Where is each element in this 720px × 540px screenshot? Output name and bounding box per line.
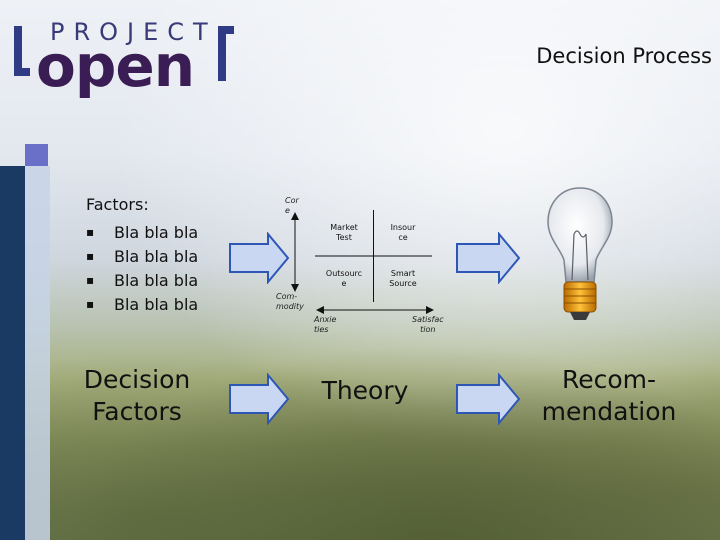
step-label: Theory	[321, 376, 409, 405]
bullet-icon: ▪	[86, 225, 95, 239]
bullet-icon: ▪	[86, 273, 95, 287]
factor-text: Bla bla bla	[114, 270, 199, 290]
matrix-cell-smart-source: Smart Source	[374, 256, 432, 302]
axis-label-commodity-text: Com- modity	[276, 292, 304, 311]
step-theory: Theory	[300, 375, 430, 407]
sidebar-bar	[0, 166, 25, 540]
axis-label-commodity: Com- modity	[276, 292, 304, 312]
factors-heading: Factors:	[86, 195, 149, 214]
axis-label-anxieties-text: Anxie ties	[314, 315, 337, 334]
factor-text: Bla bla bla	[114, 294, 199, 314]
list-item: ▪ Bla bla bla	[86, 244, 216, 268]
list-item: ▪ Bla bla bla	[86, 292, 216, 316]
matrix-cell-insource: Insour ce	[374, 210, 432, 256]
grass-foreground	[0, 310, 720, 540]
light-bulb-icon	[547, 187, 613, 320]
list-item: ▪ Bla bla bla	[86, 268, 216, 292]
axis-label-satisfaction-text: Satisfac tion	[412, 315, 444, 334]
arrow-right-icon	[456, 373, 521, 425]
matrix-grid-lines	[315, 210, 432, 302]
arrow-right-icon	[229, 373, 290, 425]
logo-bracket-right	[218, 26, 234, 81]
matrix-cell-market-test: Market Test	[315, 210, 373, 256]
step-label: Decision Factors	[83, 365, 191, 426]
sidebar-stripe	[25, 166, 50, 540]
page-title: Decision Process	[536, 44, 712, 68]
arrow-right-icon	[456, 232, 521, 284]
factors-list: Factors: ▪ Bla bla bla ▪ Bla bla bla ▪ B…	[86, 195, 216, 316]
bullet-icon: ▪	[86, 297, 95, 311]
axis-label-anxieties: Anxie ties	[314, 315, 336, 335]
step-recommendation: Recom- mendation	[524, 364, 694, 428]
step-decision-factors: Decision Factors	[60, 364, 214, 428]
decision-matrix: Market Test Insour ce Outsourc e Smart S…	[315, 210, 432, 302]
list-item: ▪ Bla bla bla	[86, 220, 216, 244]
arrow-right-icon	[229, 232, 290, 284]
axis-label-core: Cor e	[285, 196, 299, 216]
logo-open-text: open	[36, 32, 195, 100]
matrix-cell-text: Smart Source	[389, 269, 417, 288]
logo-bracket-left	[14, 26, 30, 76]
factor-text: Bla bla bla	[114, 222, 199, 242]
matrix-cell-text: Market Test	[330, 223, 358, 242]
accent-square	[25, 144, 48, 166]
vertical-axis-arrow	[291, 212, 299, 292]
matrix-cell-outsource: Outsourc e	[315, 256, 373, 302]
logo-project-text: PROJECT	[50, 18, 217, 46]
horizontal-axis-arrow	[316, 306, 434, 314]
matrix-cell-text: Insour ce	[390, 223, 416, 242]
step-label: Recom- mendation	[541, 365, 677, 426]
factor-text: Bla bla bla	[114, 246, 199, 266]
matrix-cell-text: Outsourc e	[325, 269, 363, 288]
bullet-icon: ▪	[86, 249, 95, 263]
axis-label-satisfaction: Satisfac tion	[412, 315, 444, 335]
project-open-logo: PROJECT open	[14, 18, 234, 108]
axis-label-core-text: Cor e	[285, 196, 299, 215]
